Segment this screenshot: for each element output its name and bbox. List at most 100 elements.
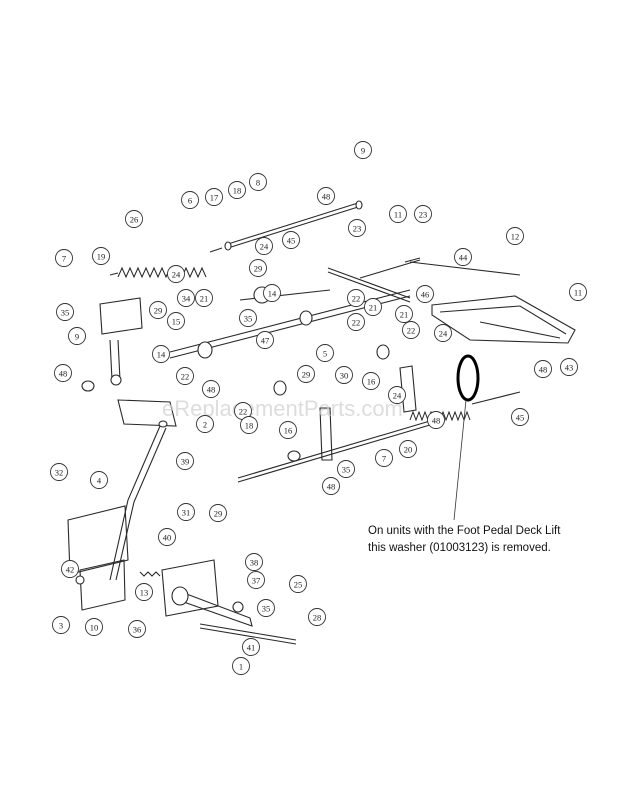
part-callout: 39 <box>176 452 194 470</box>
part-callout-number: 48 <box>322 192 331 202</box>
part-callout: 38 <box>245 553 263 571</box>
part-callout-number: 30 <box>340 371 349 381</box>
part-callout: 30 <box>335 366 353 384</box>
part-callout: 24 <box>167 265 185 283</box>
part-callout-circle <box>50 463 68 481</box>
left-spring <box>109 247 223 279</box>
part-callout: 6 <box>181 191 199 209</box>
watermark: eReplacementParts.com <box>162 396 403 421</box>
part-callout-circle <box>506 227 524 245</box>
upper-shaft <box>224 200 363 251</box>
part-callout-number: 42 <box>66 565 75 575</box>
part-callout-circle <box>249 259 267 277</box>
part-callout-circle <box>322 477 340 495</box>
part-callout: 3 <box>52 616 70 634</box>
part-callout: 31 <box>177 503 195 521</box>
part-callout-number: 29 <box>302 370 311 380</box>
part-callout-circle <box>362 372 380 390</box>
part-callout-circle <box>335 366 353 384</box>
part-callout: 22 <box>176 367 194 385</box>
middle-shaft <box>169 286 411 396</box>
flat-bar <box>117 399 177 427</box>
part-callout-circle <box>247 571 265 589</box>
part-callout-circle <box>534 360 552 378</box>
washer-note-line-1: On units with the Foot Pedal Deck Lift <box>368 525 561 537</box>
part-callout-circle <box>255 237 273 255</box>
part-callout-number: 45 <box>287 236 296 246</box>
part-callout-circle <box>263 284 281 302</box>
part-callout: 2 <box>196 415 214 433</box>
part-callout-number: 28 <box>313 613 322 623</box>
part-callout-circle <box>167 265 185 283</box>
lower-shaft <box>237 417 441 483</box>
part-callout: 36 <box>128 620 146 638</box>
part-callout: 20 <box>399 440 417 458</box>
part-callout-number: 48 <box>432 416 441 426</box>
part-callout-number: 48 <box>207 385 216 395</box>
part-callout: 16 <box>279 421 297 439</box>
part-callout-number: 10 <box>90 623 99 633</box>
part-callout-number: 15 <box>172 317 181 327</box>
part-callout-circle <box>181 191 199 209</box>
part-callout-number: 45 <box>516 413 525 423</box>
part-callout: 21 <box>195 289 213 307</box>
part-callout-number: 22 <box>181 372 190 382</box>
part-callout-circle <box>297 365 315 383</box>
part-callout-number: 22 <box>239 407 248 417</box>
part-callout-circle <box>282 231 300 249</box>
part-callout: 4 <box>90 471 108 489</box>
part-callout-number: 47 <box>261 336 270 346</box>
part-callout-number: 23 <box>353 224 362 234</box>
part-callout-number: 29 <box>154 306 163 316</box>
part-callout: 5 <box>316 344 334 362</box>
left-plate <box>67 505 129 611</box>
part-callout-number: 48 <box>327 482 336 492</box>
washer-highlight <box>456 354 480 402</box>
part-callout-circle <box>389 205 407 223</box>
part-callout-circle <box>54 364 72 382</box>
part-callout-circle <box>232 657 250 675</box>
part-callout-number: 31 <box>182 508 191 518</box>
part-callout: 12 <box>506 227 524 245</box>
part-callout: 11 <box>569 283 587 301</box>
part-callout: 47 <box>256 331 274 349</box>
part-callout-number: 19 <box>97 252 106 262</box>
part-callout: 48 <box>202 380 220 398</box>
part-callout-circle <box>228 181 246 199</box>
part-callout-circle <box>560 358 578 376</box>
part-callout-circle <box>279 421 297 439</box>
part-callout-circle <box>52 616 70 634</box>
part-callout-circle <box>90 471 108 489</box>
pedal-assembly <box>139 559 297 645</box>
part-callout-circle <box>195 289 213 307</box>
part-callout-number: 44 <box>459 253 468 263</box>
part-callout-circle <box>308 608 326 626</box>
part-callout-number: 35 <box>342 465 351 475</box>
part-callout: 29 <box>149 301 167 319</box>
part-callout-number: 22 <box>407 326 416 336</box>
part-callout-number: 1 <box>239 662 243 672</box>
part-callout-circle <box>56 303 74 321</box>
part-callout-circle <box>348 219 366 237</box>
part-callout-circle <box>249 173 267 191</box>
part-callout: 35 <box>337 460 355 478</box>
part-callout-circle <box>167 312 185 330</box>
part-callout: 26 <box>125 210 143 228</box>
part-callout: 48 <box>322 477 340 495</box>
part-callout-number: 9 <box>75 332 79 342</box>
part-callout: 32 <box>50 463 68 481</box>
part-callout-circle <box>177 503 195 521</box>
part-callout: 8 <box>249 173 267 191</box>
part-callout: 37 <box>247 571 265 589</box>
part-callout-circle <box>245 553 263 571</box>
part-callout-number: 32 <box>55 468 64 478</box>
part-callout: 18 <box>228 181 246 199</box>
part-callout-number: 4 <box>97 476 102 486</box>
part-callout-number: 35 <box>244 314 253 324</box>
part-callout-circle <box>242 638 260 656</box>
part-callout: 18 <box>240 416 258 434</box>
part-callout-number: 11 <box>394 210 402 220</box>
part-callout-number: 18 <box>233 186 242 196</box>
part-callout-number: 35 <box>61 308 70 318</box>
part-callout-circle <box>239 309 257 327</box>
